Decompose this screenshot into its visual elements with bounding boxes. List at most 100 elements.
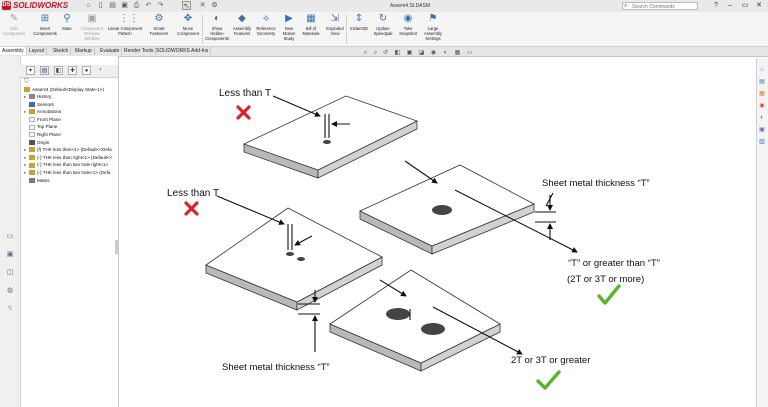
feature-manager-tab[interactable]: ✦ <box>26 66 35 75</box>
task-pane-home-icon[interactable]: ⌂ <box>760 67 764 73</box>
linear-pattern-button[interactable]: ⋮⋮Linear Component Pattern <box>105 13 145 45</box>
tab-assembly[interactable]: Assembly <box>0 47 27 55</box>
select-arrow-icon[interactable]: ↖ <box>182 1 191 10</box>
strip-tool-icon-5[interactable]: ↯ <box>7 305 13 312</box>
expand-arrow-icon[interactable]: ▸ <box>24 154 27 160</box>
previous-view-icon[interactable]: ↺ <box>382 50 389 56</box>
annotation-icon <box>29 109 35 115</box>
plane-icon <box>29 124 35 130</box>
strip-tool-icon-2[interactable]: ▣ <box>6 251 14 258</box>
new-motion-study-button[interactable]: ▶New Motion Study <box>279 13 299 45</box>
smart-fasteners-button[interactable]: ⚙Smart Fasteners <box>147 13 171 45</box>
tree-item-8[interactable]: ▸(-) THK less than right<1> (Default<< <box>24 154 113 161</box>
large-assembly-label: Large Assembly Settings <box>423 26 443 41</box>
move-component-button[interactable]: ✥Move Component <box>173 13 203 45</box>
zoom-area-icon[interactable]: ⌕ <box>373 50 378 56</box>
home-icon[interactable]: ⌂ <box>86 2 91 9</box>
close-button[interactable]: ✕ <box>756 2 762 9</box>
scene-icon[interactable]: ▦ <box>454 50 461 56</box>
exploded-view-button[interactable]: ⇲Exploded View <box>323 13 347 45</box>
take-snapshot-button[interactable]: ◉Take Snapshot <box>397 13 419 45</box>
graphics-area[interactable]: Less than T Less than T Sheet metal thic… <box>119 56 756 407</box>
tree-item-11[interactable]: Mates <box>24 177 50 184</box>
panel-more-icon[interactable]: › <box>99 67 102 73</box>
insert-components-button[interactable]: ⊞Insert Components <box>30 13 60 45</box>
show-hidden-button[interactable]: ◐Show Hidden Components <box>204 13 230 45</box>
tab-layout[interactable]: Layout <box>27 47 48 55</box>
bill-of-materials-button[interactable]: ▦Bill of Materials <box>301 13 321 45</box>
strip-tool-icon-1[interactable]: ▭ <box>6 233 14 240</box>
tree-item-9[interactable]: ▸(-) THK less than two hole right<1> <box>24 161 108 168</box>
redo-icon[interactable]: ↷ <box>157 2 164 9</box>
tab-evaluate[interactable]: Evaluate <box>98 47 123 55</box>
section-view-icon[interactable]: ◧ <box>394 50 401 56</box>
options-gear-icon[interactable]: ⚙ <box>211 2 218 9</box>
help-icon[interactable]: ? <box>714 2 718 9</box>
maximize-button[interactable]: ▭ <box>741 2 749 9</box>
configuration-manager-tab[interactable]: ◧ <box>54 66 63 75</box>
tree-item-3[interactable]: Front Plane <box>24 116 61 123</box>
smart-fasteners-label: Smart Fasteners <box>149 26 169 36</box>
component-preview-button[interactable]: ▣Component Preview Window <box>77 13 107 45</box>
update-speedpak-button[interactable]: ↻Update Speedpak <box>372 13 394 45</box>
tree-item-7[interactable]: ▸(f) THK less than<1> (Default<<Defa <box>24 146 112 153</box>
tree-item-1[interactable]: Sensors <box>24 101 54 108</box>
zoom-to-fit-icon[interactable]: ⌕ <box>363 50 368 56</box>
filter-icon[interactable]: ⛉ <box>24 79 29 85</box>
tree-item-0[interactable]: ▸ History <box>24 93 51 100</box>
task-pane-appearances-icon[interactable]: ▣ <box>759 127 765 133</box>
mate-button[interactable]: ⚲Mate <box>58 13 76 45</box>
edit-component-button[interactable]: ✎Edit Component <box>2 13 26 45</box>
tree-root[interactable]: Assem4 (Default<Display State-1>) <box>24 86 104 93</box>
dimxpert-tab[interactable]: ✚ <box>68 66 77 75</box>
minimize-button[interactable]: – <box>728 2 732 9</box>
tree-item-10[interactable]: ▸(-) THK less than two hole<1> (Defa <box>24 169 110 176</box>
save-icon[interactable]: ▣ <box>121 2 128 9</box>
rebuild-icon[interactable]: ✕ <box>199 2 206 9</box>
large-assembly-button[interactable]: ⚑Large Assembly Settings <box>421 13 445 45</box>
task-pane-library-icon[interactable]: ▦ <box>759 91 765 97</box>
tree-item-5[interactable]: Right Plane <box>24 131 61 138</box>
hide-show-icon[interactable]: ◉ <box>430 50 437 56</box>
expand-arrow-icon[interactable]: ▸ <box>24 147 27 153</box>
search-commands-input[interactable]: Search Commands <box>622 2 698 10</box>
tree-item-2[interactable]: ▸Annotations <box>24 108 61 115</box>
expand-arrow-icon[interactable]: ▸ <box>24 170 27 175</box>
task-pane-custom-icon[interactable]: ▥ <box>759 139 765 145</box>
task-pane-explorer-icon[interactable]: ◉ <box>759 103 765 109</box>
display-manager-tab[interactable]: ● <box>82 66 91 75</box>
strip-tool-icon-4[interactable]: ◍ <box>6 287 14 294</box>
tab-render-tools[interactable]: Render Tools <box>122 47 157 55</box>
reference-geometry-button[interactable]: ⟡Reference Geometry <box>255 13 277 45</box>
view-orientation-icon[interactable]: ▣ <box>406 50 413 56</box>
expand-arrow-icon[interactable]: ▸ <box>24 162 27 168</box>
exploded-view-label: Exploded View <box>326 26 344 36</box>
property-manager-tab[interactable]: ▤ <box>40 66 49 75</box>
expand-arrow-icon[interactable]: ▸ <box>24 109 27 115</box>
view-settings-icon[interactable]: ▭ <box>466 50 473 56</box>
new-doc-icon[interactable]: ▯ <box>98 2 103 9</box>
open-folder-icon[interactable]: ▤ <box>109 2 116 9</box>
undo-icon[interactable]: ↶ <box>145 2 152 9</box>
tree-item-label: Sensors <box>37 101 54 107</box>
instant3d-button[interactable]: ⇕Instant3D <box>348 13 370 45</box>
task-pane-resources-icon[interactable]: ▤ <box>759 79 765 85</box>
part-icon <box>29 170 35 176</box>
edit-appearance-icon[interactable]: ◐ <box>443 50 448 56</box>
tab-solidworks-add-ins[interactable]: SOLIDWORKS Add-Ins <box>154 47 212 55</box>
strip-tool-icon-3[interactable]: ◫ <box>6 269 14 276</box>
mate-label: Mate <box>62 26 72 31</box>
expand-arrow-icon[interactable]: ▸ <box>24 94 27 99</box>
tree-item-4[interactable]: Top Plane <box>24 123 57 130</box>
tree-item-label: History <box>37 94 52 99</box>
display-style-icon[interactable]: ◪ <box>418 50 425 56</box>
assembly-features-button[interactable]: ◆Assembly Features <box>231 13 253 45</box>
tree-item-6[interactable]: Origin <box>24 139 49 146</box>
print-icon[interactable]: ⎙ <box>133 2 140 9</box>
tab-markup[interactable]: Markup <box>73 47 95 55</box>
menu-expand-icon[interactable]: ▸ <box>64 2 69 9</box>
task-pane-view-palette-icon[interactable]: ◐ <box>760 115 764 121</box>
tab-sketch[interactable]: Sketch <box>51 47 72 55</box>
panel-collapse-handle[interactable] <box>115 240 118 254</box>
